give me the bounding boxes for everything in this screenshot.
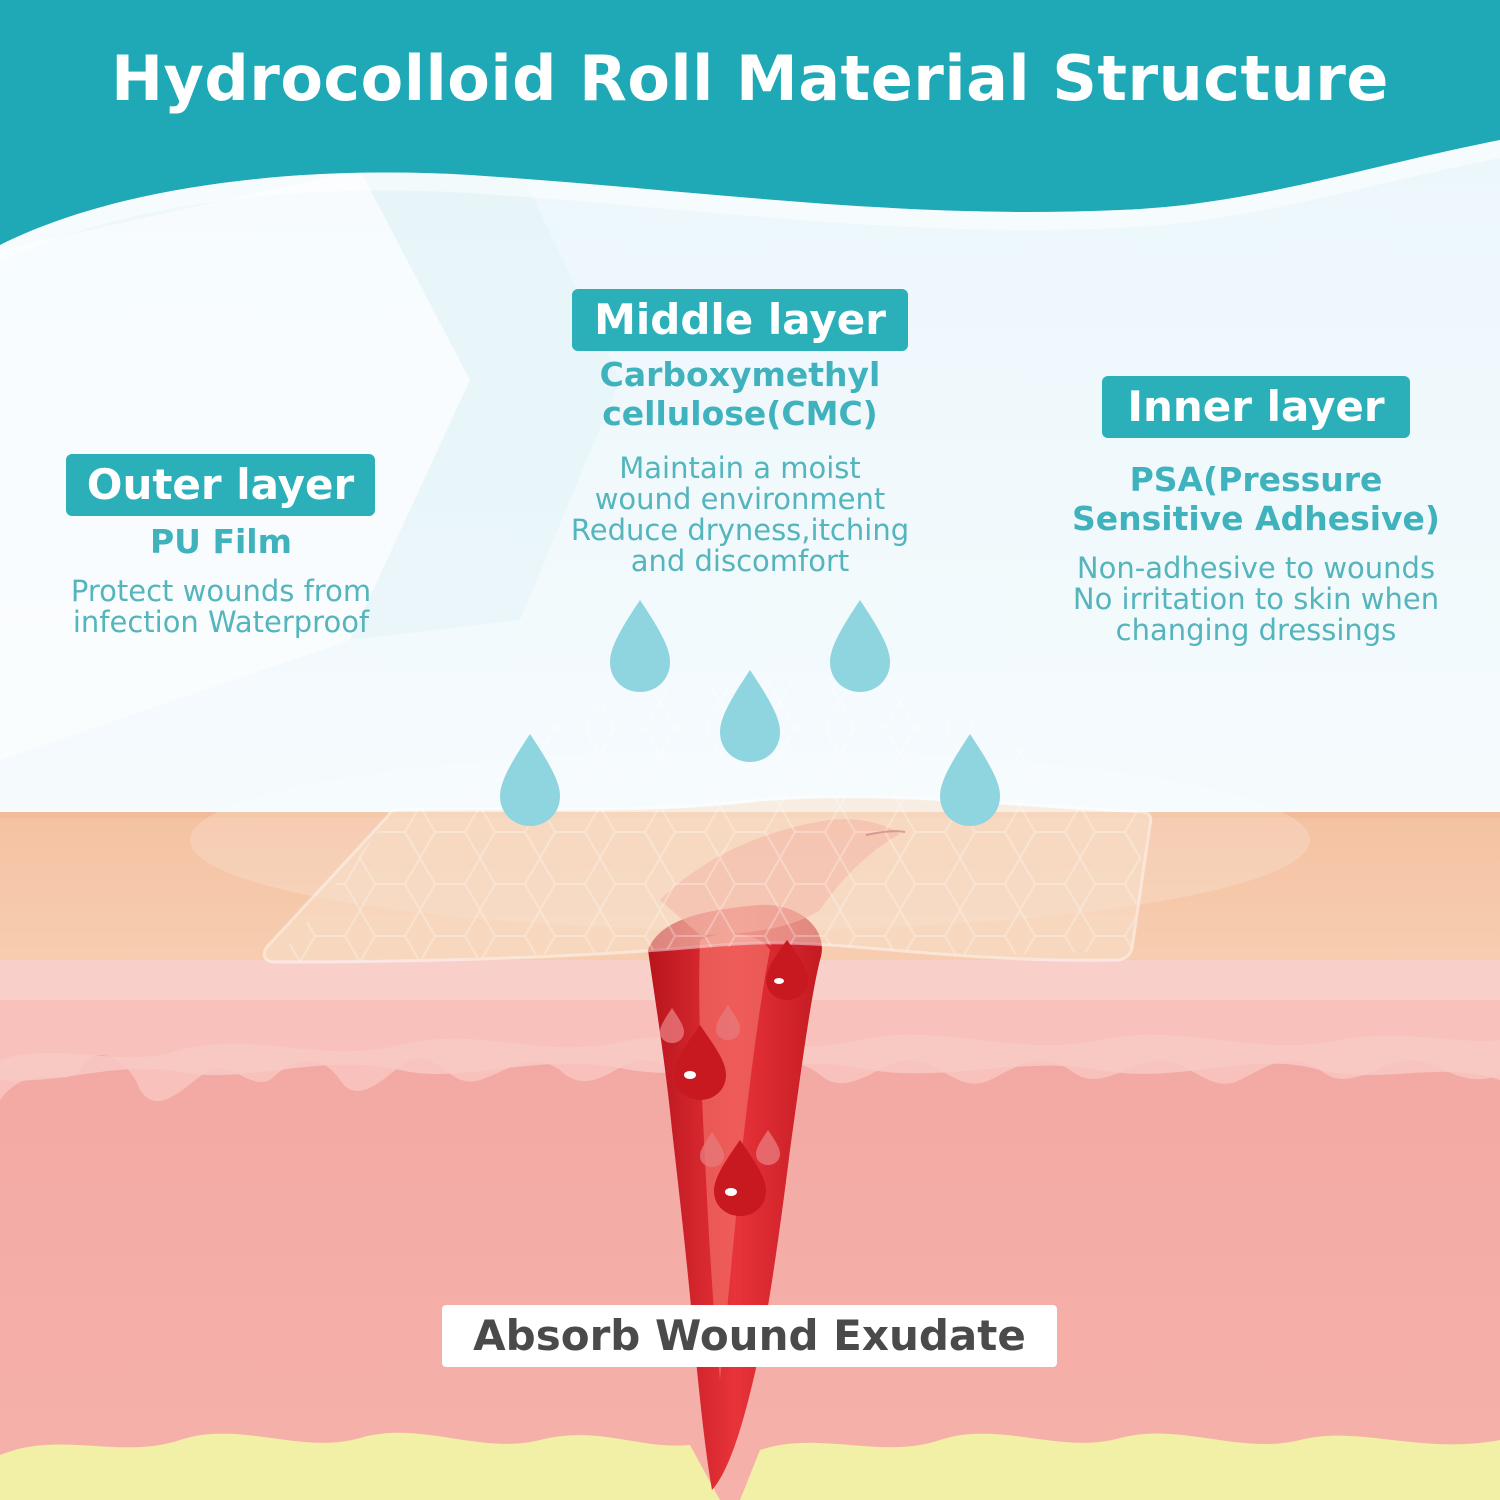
background-chevron bbox=[350, 170, 620, 640]
description-line: No irritation to skin when bbox=[1072, 582, 1440, 616]
header-banner-edge bbox=[0, 140, 1500, 262]
description-line: and discomfort bbox=[630, 544, 850, 578]
material-line: Sensitive Adhesive) bbox=[1071, 499, 1441, 538]
description-line: changing dressings bbox=[1115, 613, 1397, 647]
description-line: Protect wounds from bbox=[70, 574, 372, 608]
description-line: wound environment bbox=[594, 482, 886, 516]
inner-layer-badge: Inner layer bbox=[1102, 376, 1410, 438]
blood-droplet-icon bbox=[674, 1025, 726, 1100]
water-droplet-icon bbox=[610, 600, 670, 692]
description-line: infection Waterproof bbox=[72, 605, 370, 639]
blood-droplet-icon bbox=[660, 1008, 684, 1043]
description-line: Maintain a moist bbox=[619, 451, 861, 485]
material-line: PSA(Pressure bbox=[1129, 460, 1383, 499]
water-droplet-icon bbox=[500, 734, 560, 826]
description-line: Reduce dryness,itching bbox=[570, 513, 910, 547]
hydrocolloid-patch-illustration bbox=[262, 795, 1153, 964]
water-droplet-icon bbox=[720, 670, 780, 762]
material-line: cellulose(CMC) bbox=[602, 394, 878, 433]
outer-layer-description: Protect wounds from infection Waterproof bbox=[30, 576, 412, 638]
outer-layer-material: PU Film bbox=[149, 522, 293, 561]
blood-droplet-icon bbox=[714, 1140, 766, 1216]
middle-layer-description: Maintain a moist wound environment Reduc… bbox=[540, 453, 940, 577]
water-droplet-icon bbox=[940, 734, 1000, 826]
middle-layer-badge: Middle layer bbox=[572, 289, 908, 351]
absorb-exudate-caption: Absorb Wound Exudate bbox=[442, 1305, 1057, 1367]
outer-layer-badge: Outer layer bbox=[66, 454, 375, 516]
blood-droplet-icon bbox=[700, 1132, 724, 1167]
blood-droplet-icon bbox=[766, 940, 808, 1000]
middle-layer-material: Carboxymethyl cellulose(CMC) bbox=[560, 355, 920, 433]
blood-droplet-icon bbox=[716, 1005, 740, 1040]
material-line: Carboxymethyl bbox=[599, 355, 881, 394]
description-line: Non-adhesive to wounds bbox=[1076, 551, 1436, 585]
water-droplet-icon bbox=[830, 600, 890, 692]
inner-layer-material: PSA(Pressure Sensitive Adhesive) bbox=[1055, 460, 1457, 538]
header-banner bbox=[0, 0, 1500, 245]
fat-layer bbox=[0, 1432, 720, 1500]
inner-layer-description: Non-adhesive to wounds No irritation to … bbox=[1035, 553, 1477, 646]
fat-layer bbox=[740, 1433, 1500, 1500]
blood-droplet-icon bbox=[756, 1130, 780, 1165]
page-title: Hydrocolloid Roll Material Structure bbox=[111, 42, 1389, 115]
